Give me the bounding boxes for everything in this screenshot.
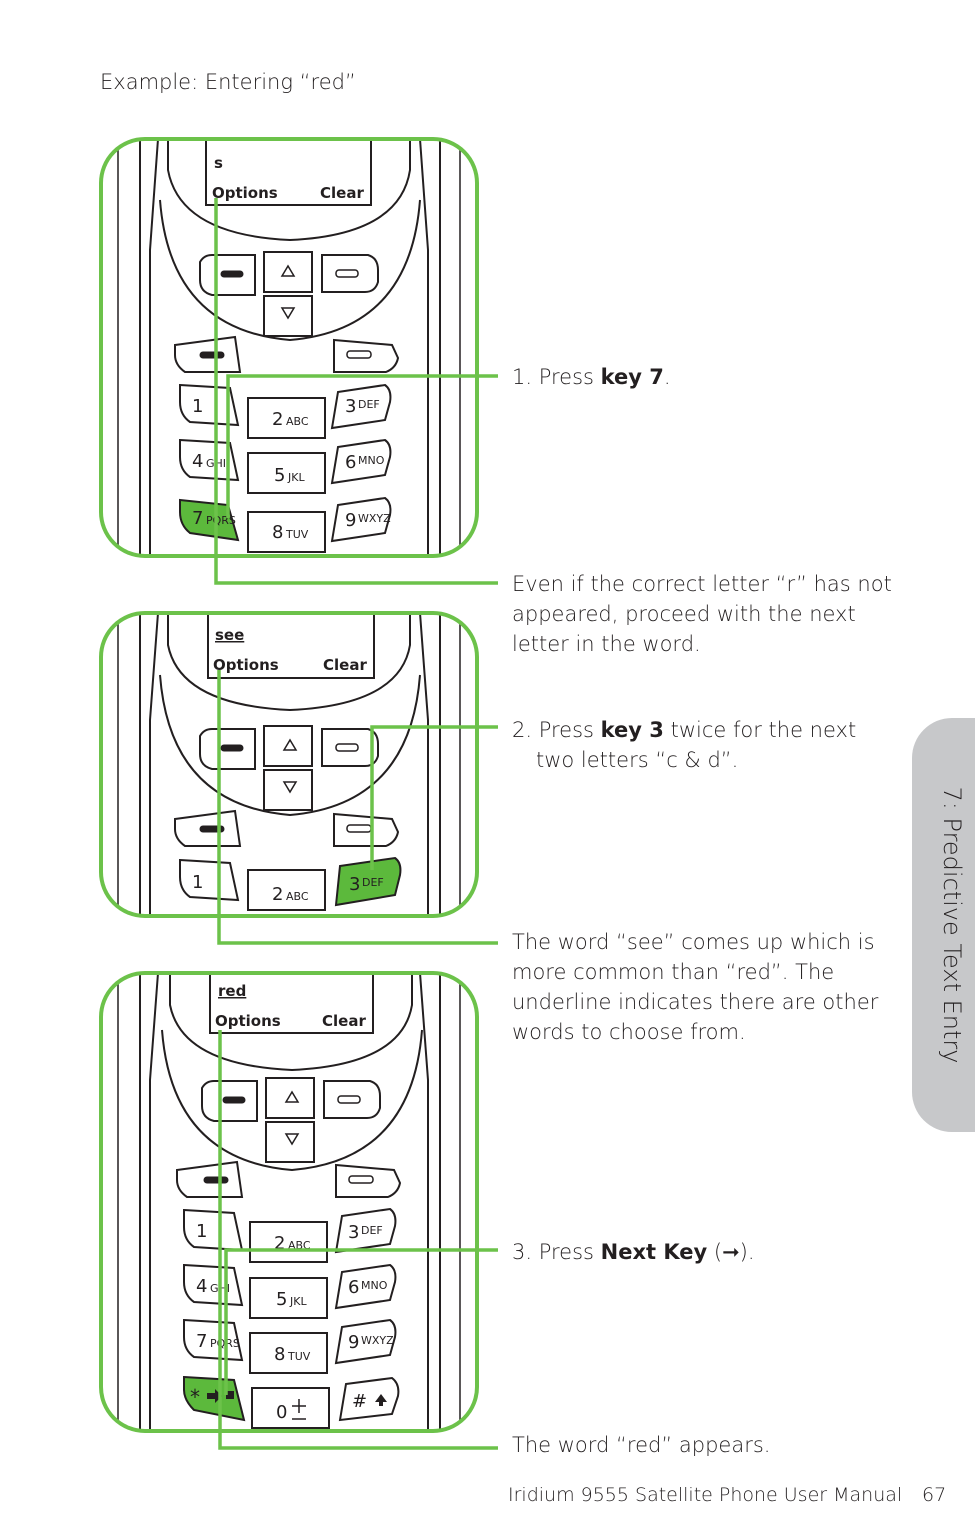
svg-text:ABC: ABC [286, 415, 309, 428]
soft-left-2: Options [213, 656, 279, 674]
svg-text:3: 3 [345, 396, 356, 417]
screen-text-2: see [215, 626, 244, 644]
svg-text:1: 1 [192, 396, 203, 417]
svg-text:4: 4 [192, 451, 203, 472]
phone-panel-2 [117, 613, 461, 916]
svg-text:2: 2 [274, 1233, 285, 1254]
soft-right-2: Clear [323, 656, 367, 674]
phone-panel-3 [117, 973, 461, 1431]
page-number: 67 [922, 1484, 947, 1506]
soft-right-1: Clear [320, 184, 364, 202]
soft-right-3: Clear [322, 1012, 366, 1030]
svg-text:8: 8 [274, 1344, 285, 1365]
soft-left-1: Options [212, 184, 278, 202]
svg-text:PQRS: PQRS [206, 514, 236, 527]
svg-text:5: 5 [274, 465, 285, 486]
svg-text:DEF: DEF [362, 876, 384, 889]
svg-text:WXYZ: WXYZ [361, 1334, 394, 1347]
star-key-label: * [190, 1385, 200, 1409]
svg-text:MNO: MNO [358, 454, 385, 467]
svg-text:4: 4 [196, 1276, 207, 1297]
screen-text-1: s [214, 154, 223, 172]
soft-left-3: Options [215, 1012, 281, 1030]
svg-text:ABC: ABC [286, 890, 309, 903]
svg-text:2: 2 [272, 409, 283, 430]
panel-frame-1 [99, 137, 479, 558]
svg-text:JKL: JKL [289, 1295, 307, 1308]
svg-text:7: 7 [196, 1331, 207, 1352]
step-1: 1. Press key 7. [512, 365, 671, 389]
svg-text:0: 0 [276, 1402, 287, 1423]
svg-text:DEF: DEF [358, 398, 380, 411]
svg-text:3: 3 [348, 1222, 359, 1243]
chapter-tab: 7: Predictive Text Entry [912, 718, 975, 1132]
svg-text:TUV: TUV [287, 1350, 311, 1363]
phone-panel-1 [117, 139, 461, 556]
step-3: 3. Press Next Key (➞). [512, 1240, 755, 1264]
chapter-tab-label: 7: Predictive Text Entry [938, 786, 966, 1064]
svg-text:5: 5 [276, 1289, 287, 1310]
note-1: Even if the correct letter “r” has not a… [512, 572, 892, 656]
footer-title: Iridium 9555 Satellite Phone User Manual [508, 1484, 903, 1506]
svg-text:3: 3 [349, 874, 360, 895]
note-3: The word “red” appears. [512, 1433, 771, 1457]
svg-text:JKL: JKL [287, 471, 305, 484]
svg-text:2: 2 [272, 884, 283, 905]
svg-text:MNO: MNO [361, 1279, 388, 1292]
svg-text:1: 1 [192, 872, 203, 893]
svg-text:6: 6 [348, 1277, 359, 1298]
svg-text:9: 9 [348, 1332, 359, 1353]
callout-lines [214, 198, 498, 1450]
svg-text:8: 8 [272, 522, 283, 543]
panel-frame-2 [99, 611, 479, 918]
step-2: 2. Press key 3 twice for the next two le… [512, 718, 857, 772]
svg-text:6: 6 [345, 452, 356, 473]
svg-text:TUV: TUV [285, 528, 309, 541]
note-2: The word “see” comes up which is more co… [512, 930, 879, 1044]
svg-text:DEF: DEF [361, 1224, 383, 1237]
screen-text-3: red [218, 982, 246, 1000]
svg-text:#: # [352, 1391, 367, 1412]
svg-text:WXYZ: WXYZ [358, 512, 391, 525]
panel-frame-3 [99, 971, 479, 1433]
svg-text:7: 7 [192, 508, 203, 529]
page-heading: Example: Entering “red” [100, 70, 356, 94]
svg-text:9: 9 [345, 510, 356, 531]
svg-text:1: 1 [196, 1221, 207, 1242]
